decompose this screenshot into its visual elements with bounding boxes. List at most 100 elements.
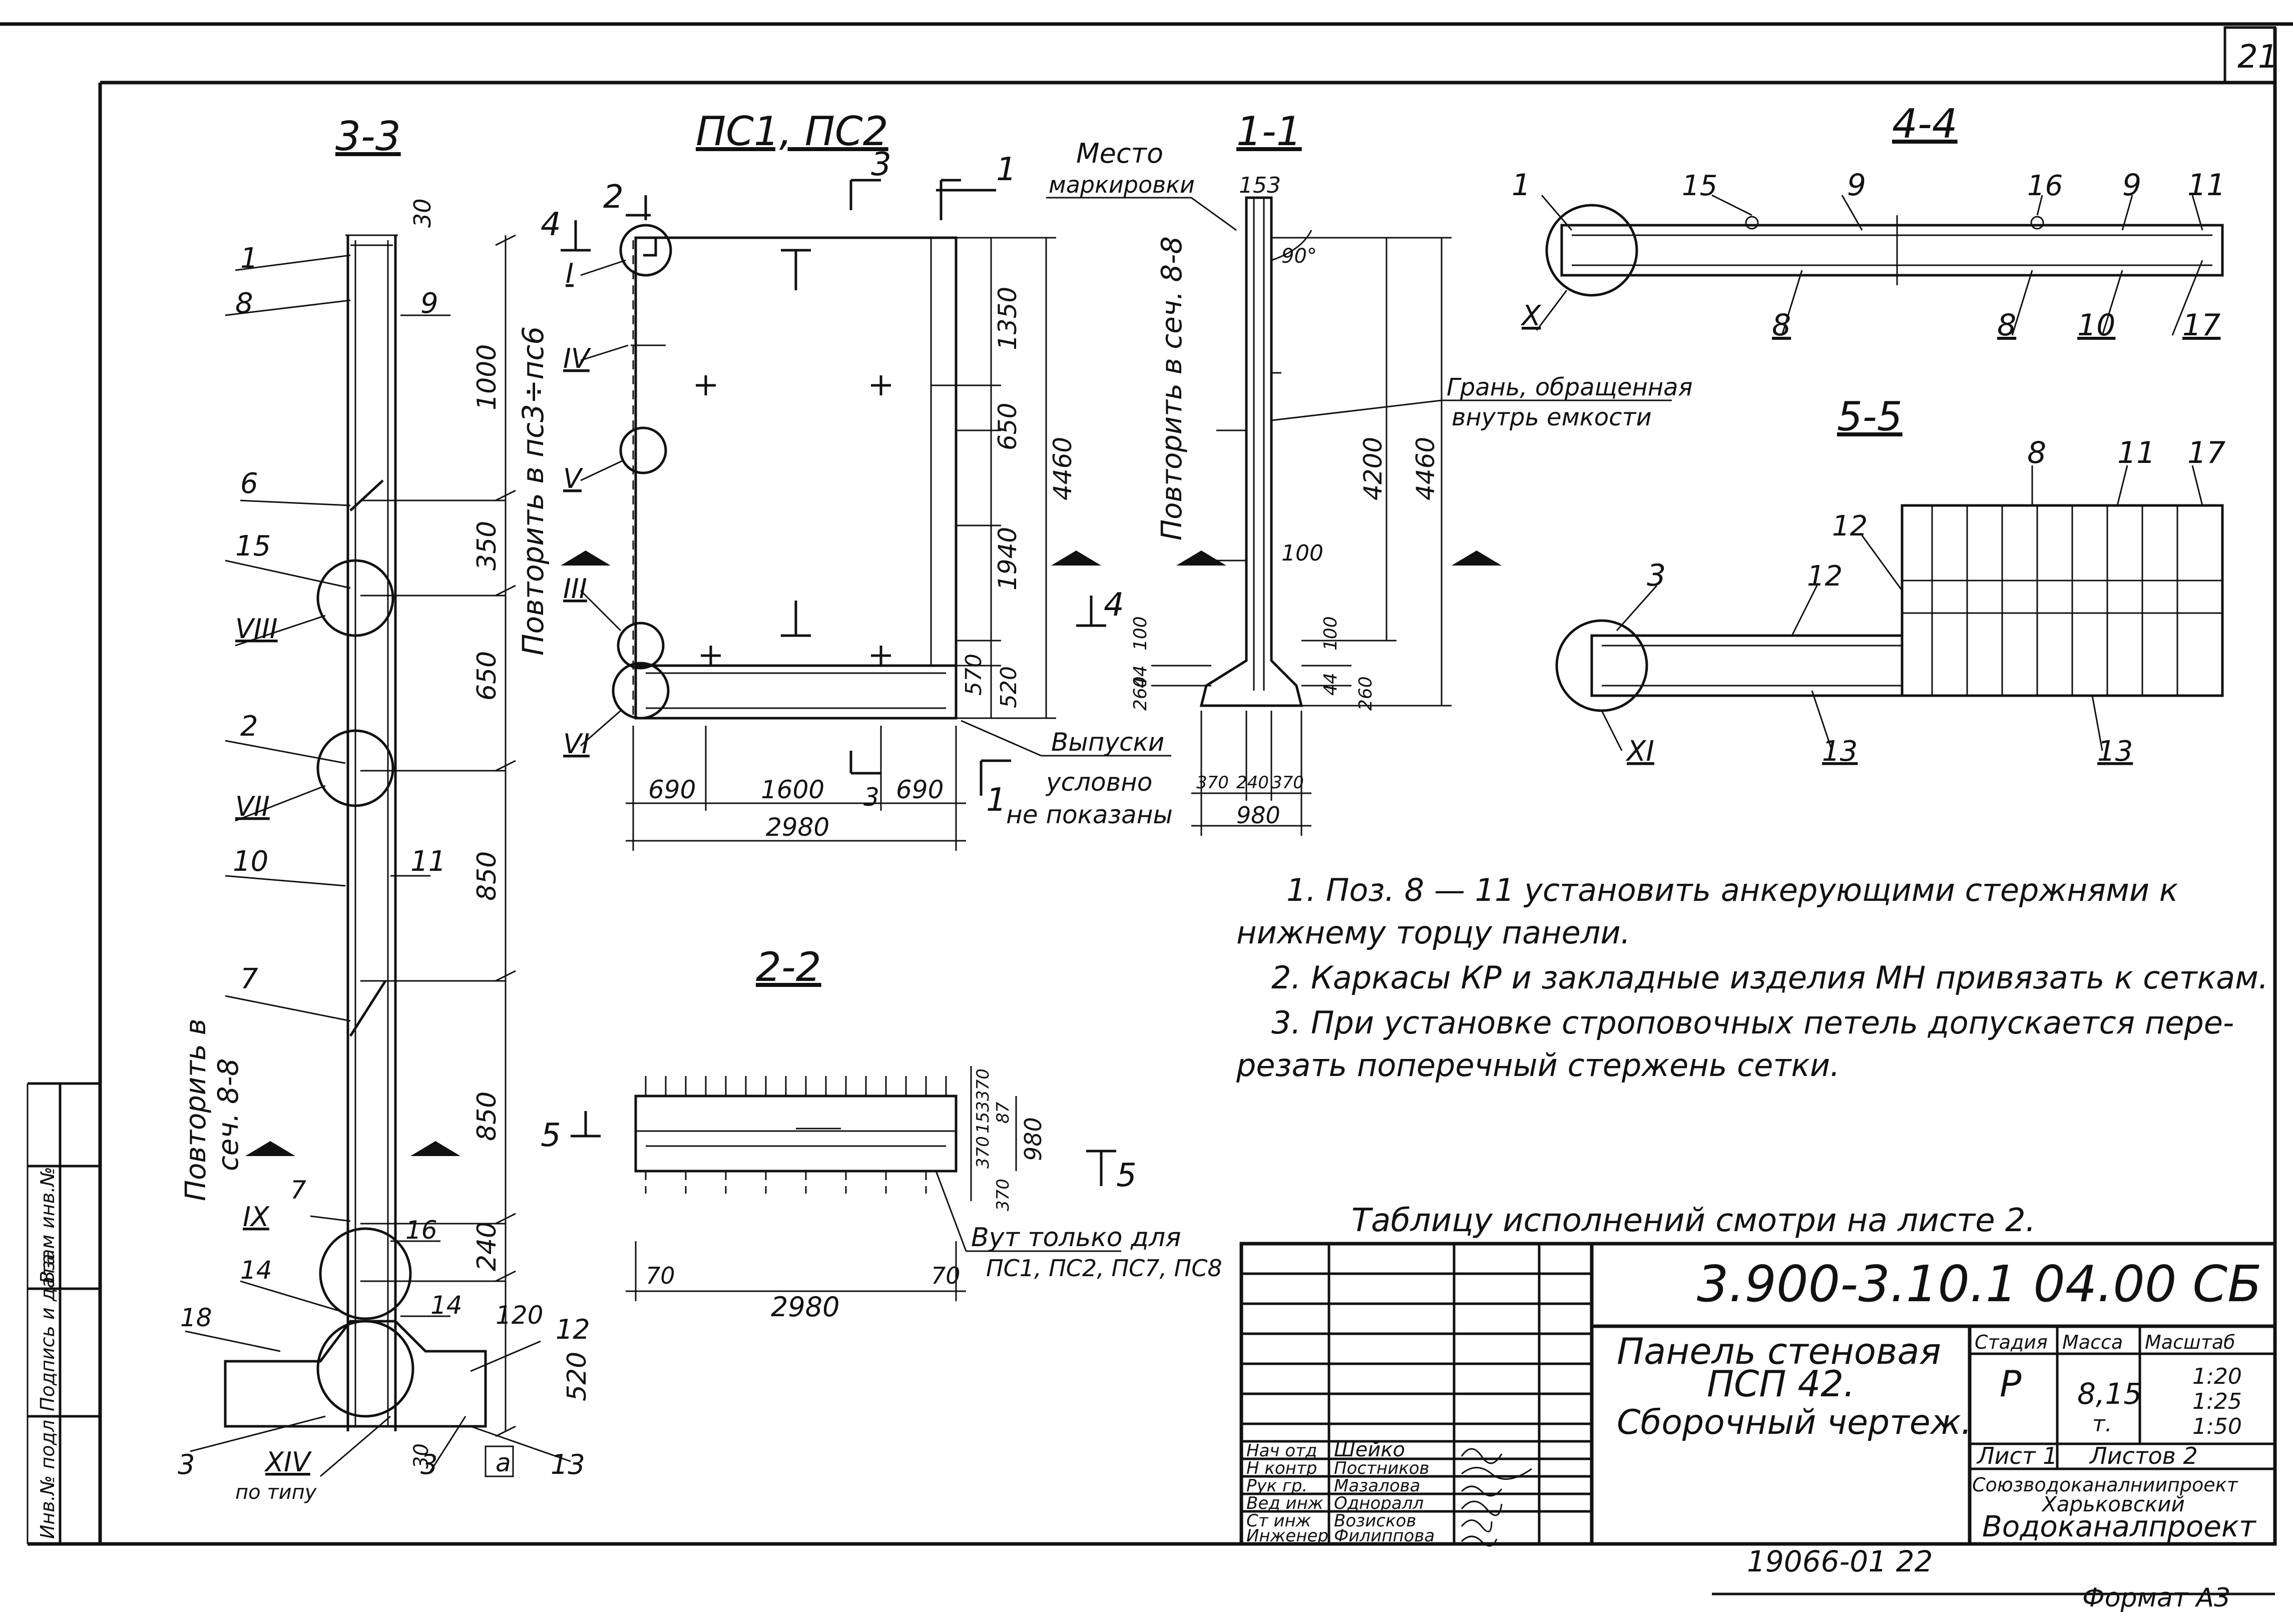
- notes: 1. Поз. 8 — 11 установить анкерующими ст…: [1236, 872, 2268, 1239]
- pos-4-4-11: 11: [2187, 168, 2225, 203]
- repeat-note-3-3b-l2: сеч. 8-8: [212, 1058, 245, 1171]
- pos-3-3-2: 2: [240, 710, 258, 743]
- pos-3-3-12: 12: [556, 1314, 590, 1345]
- doc-name-2: ПСП 42.: [1707, 1363, 1855, 1405]
- pos-3-3-18: 18: [180, 1303, 212, 1332]
- level-mark-ps-right: [1051, 551, 1101, 566]
- bottom-code: 19066-01 22: [1747, 1544, 1933, 1578]
- stamp-inv-podl: Инв.№ подл: [37, 1420, 59, 1539]
- role-4: Ст инж: [1246, 1511, 1311, 1531]
- doc-code: 3.900-3.10.1 04.00 СБ: [1697, 1255, 2262, 1313]
- dim-1-1-100: 100: [1281, 540, 1323, 566]
- dim-1-1-right-100: 100: [1320, 616, 1341, 651]
- pos-3-3-7: 7: [240, 963, 258, 995]
- massa-value: 8,15: [2077, 1377, 2142, 1411]
- hdr-stadia: Стадия: [1975, 1331, 2048, 1353]
- dim-ps-2980: 2980: [766, 813, 829, 842]
- pos-3-3-7b: 7: [290, 1176, 306, 1205]
- pos-5-5-12b: 12: [1807, 560, 1843, 593]
- node-3-3-VII: VII: [235, 791, 270, 822]
- massa-unit: т.: [2092, 1411, 2112, 1437]
- doc-name-3: Сборочный чертеж.: [1617, 1403, 1972, 1442]
- pos-4-4-10: 10: [2077, 308, 2115, 343]
- mesto-label-1: Место: [1076, 138, 1163, 169]
- dim-1-1-153: 153: [1239, 173, 1281, 198]
- pos-3-3-15: 15: [235, 530, 271, 563]
- org-1: Союзводоканалниипроект: [1972, 1474, 2239, 1496]
- cut-ps-3: 3: [871, 146, 891, 183]
- org-2: Харьковский: [2041, 1492, 2185, 1516]
- dim-2-2-2980: 2980: [771, 1291, 839, 1323]
- pos-3-3-11: 11: [410, 845, 446, 878]
- pos-3-3-8: 8: [235, 287, 253, 320]
- pos-5-5-13b: 13: [2097, 735, 2133, 768]
- pos-3-3-9: 9: [420, 287, 438, 320]
- dim-ps-1940: 1940: [993, 527, 1022, 591]
- name-1: Постников: [1334, 1458, 1430, 1478]
- dim-ps-1350: 1350: [993, 287, 1022, 350]
- repeat-note-3-3: Повторить в пс3÷пс6: [516, 326, 550, 656]
- node-4-4-X: X: [1520, 300, 1542, 332]
- note-1: 1. Поз. 8 — 11 установить анкерующими ст…: [1286, 872, 2178, 908]
- dim-3-3-120: 120: [496, 1301, 543, 1330]
- pos-4-4-17: 17: [2182, 308, 2220, 343]
- dim-3-3-30b: 30: [410, 1443, 433, 1469]
- node-5-5-XI: XI: [1625, 735, 1654, 768]
- section-1-1: 1-1 153 90° 4200 4460 100 100 44 260 100…: [1130, 108, 1692, 836]
- dim-1-1-370b: 370: [1271, 773, 1304, 793]
- name-5: Филиппова: [1334, 1526, 1435, 1546]
- side-stamp: Инв.№ подл Подпись и дата Взам инв.№: [28, 1084, 100, 1544]
- role-1: Н контр: [1246, 1458, 1317, 1478]
- dim-ps-1600: 1600: [761, 775, 824, 804]
- section-title-ps: ПС1, ПС2: [696, 108, 888, 155]
- node-ps-VI: VI: [563, 728, 590, 760]
- dim-1-1-980: 980: [1236, 802, 1280, 829]
- pos-3-3-13: 13: [551, 1449, 585, 1480]
- section-5-5: 5-5 8 11: [1555, 393, 2225, 768]
- node-ps-V: V: [563, 463, 584, 494]
- view-ps1-ps2: ПС1, ПС2 1350: [541, 108, 1237, 851]
- dim-3-3-850a: 850: [472, 851, 502, 901]
- name-2: Мазалова: [1334, 1476, 1421, 1496]
- cut-ps-4b: 4: [1104, 587, 1124, 624]
- dim-ps-4460: 4460: [1048, 437, 1077, 500]
- stamp-vzam: Взам инв.№: [37, 1167, 59, 1284]
- pos-3-3-3: 3: [178, 1449, 195, 1480]
- dim-1-1-right-260: 260: [1355, 676, 1376, 711]
- list-label: Лист 1: [1976, 1442, 2057, 1469]
- note-3: 3. При установке строповочных петель доп…: [1271, 1004, 2234, 1041]
- note-2: 2. Каркасы КР и закладные изделия МН при…: [1271, 959, 2268, 996]
- level-mark-3-3b: [410, 1141, 461, 1156]
- pos-3-3-3b: 3: [420, 1449, 437, 1480]
- dim-1-1-240: 240: [1236, 773, 1269, 793]
- cut-2-2-left: 5: [541, 1117, 561, 1154]
- po-tipu-label: по типу: [235, 1481, 317, 1504]
- dim-3-3-650: 650: [472, 651, 502, 701]
- section-3-3: 3-3 30 1000 350: [178, 113, 592, 1504]
- dim-1-1-right-44: 44: [1320, 673, 1341, 696]
- section-title-4-4: 4-4: [1892, 101, 1958, 147]
- pos-4-4-8b: 8: [1997, 308, 2016, 343]
- pos-3-3-10: 10: [233, 845, 268, 878]
- dim-ps-570: 570: [961, 654, 987, 696]
- face-label-2: внутрь емкости: [1452, 403, 1652, 431]
- pos-4-4-1: 1: [1512, 168, 1531, 203]
- pos-4-4-15: 15: [1682, 170, 1717, 202]
- section-title-3-3: 3-3: [335, 113, 401, 160]
- pos-3-3-14: 14: [240, 1256, 272, 1285]
- level-mark-1-1-left: [1176, 551, 1226, 566]
- dim-3-3-350: 350: [472, 521, 502, 571]
- node-3-3-XIV: XIV: [264, 1446, 312, 1478]
- dim-ps-690a: 690: [648, 775, 696, 804]
- node-ps-I: I: [566, 258, 574, 289]
- doc-name-1: Панель стеновая: [1617, 1330, 1941, 1372]
- uslovno-label: условно: [1045, 768, 1152, 797]
- sheet-frame: [0, 22, 2293, 1595]
- cut-ps-3b: 3: [863, 783, 879, 812]
- vut-note-1: Вут только для: [971, 1223, 1181, 1253]
- vypuski-label: Выпуски: [1051, 728, 1164, 757]
- dim-2-2-87: 87: [993, 1102, 1013, 1124]
- note-1b: нижнему торцу панели.: [1236, 914, 1630, 951]
